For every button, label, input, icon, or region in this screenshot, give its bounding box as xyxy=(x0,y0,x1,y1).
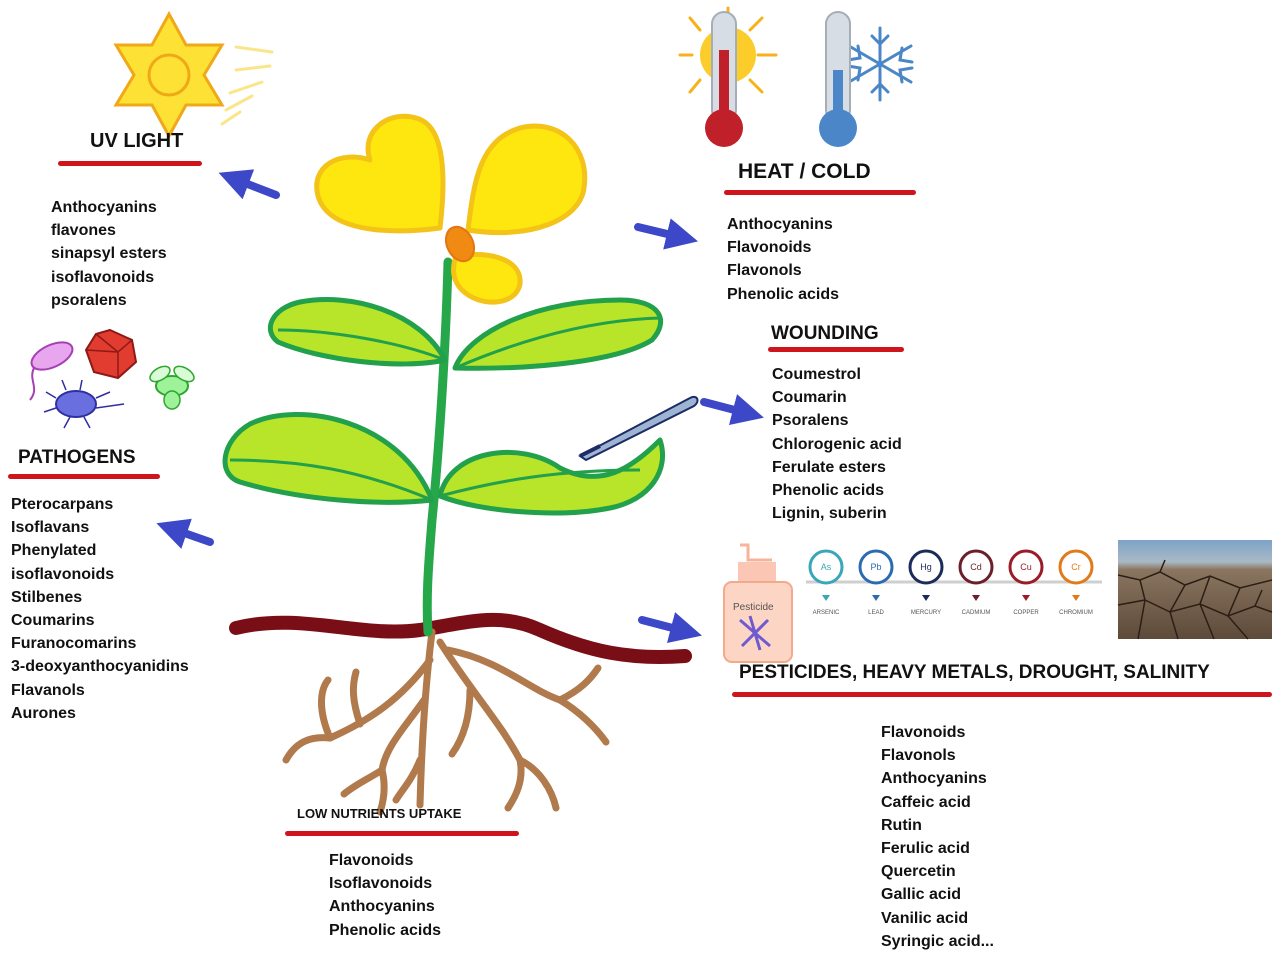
scalpel-icon xyxy=(580,397,697,460)
heat-cold-title: HEAT / COLD xyxy=(738,160,871,184)
metal-symbol: Cr xyxy=(1071,562,1081,572)
compound-item: Isoflavonoids xyxy=(329,872,441,895)
compound-item: Flavonols xyxy=(727,259,839,282)
pesticides-title: PESTICIDES, HEAVY METALS, DROUGHT, SALIN… xyxy=(739,662,1210,684)
arrow-to-pesticides xyxy=(642,620,688,632)
compound-item: Chlorogenic acid xyxy=(772,433,902,456)
arrow-to-wounding xyxy=(704,402,750,414)
compound-item: Ferulic acid xyxy=(881,837,994,860)
compound-item: Coumestrol xyxy=(772,363,902,386)
wounding-title: WOUNDING xyxy=(771,323,879,345)
metal-symbol: Pb xyxy=(870,562,881,572)
compound-item: Coumarins xyxy=(11,609,189,632)
pathogens-underline xyxy=(8,474,160,479)
compound-item: Gallic acid xyxy=(881,883,994,906)
metal-name: COPPER xyxy=(1013,610,1039,616)
compound-item: Anthocyanins xyxy=(329,895,441,918)
pathogens-icon xyxy=(27,330,196,428)
compound-item: Phenolic acids xyxy=(329,919,441,942)
compound-item: Isoflavans xyxy=(11,516,189,539)
compound-item: Caffeic acid xyxy=(881,791,994,814)
metal-name: CHROMIUM xyxy=(1059,610,1093,616)
metal-symbol: Hg xyxy=(920,562,932,572)
compound-item: psoralens xyxy=(51,289,167,312)
compound-item: Psoralens xyxy=(772,409,902,432)
compound-item: Lignin, suberin xyxy=(772,502,902,525)
metal-name: LEAD xyxy=(868,610,884,616)
metal-name: ARSENIC xyxy=(813,610,840,616)
compound-item: Pterocarpans xyxy=(11,493,189,516)
compound-item: 3-deoxyanthocyanidins xyxy=(11,655,189,678)
compound-item: Syringic acid... xyxy=(881,930,994,953)
sun-icon xyxy=(116,14,272,136)
metal-symbol: As xyxy=(821,562,832,572)
compound-item: Phenylated xyxy=(11,539,189,562)
compound-item: Flavonols xyxy=(881,744,994,767)
compound-item: Quercetin xyxy=(881,860,994,883)
pesticide-label: Pesticide xyxy=(733,602,774,613)
pathogens-title: PATHOGENS xyxy=(18,447,136,469)
nutrients-title: LOW NUTRIENTS UPTAKE xyxy=(297,806,461,821)
compound-item: sinapsyl esters xyxy=(51,242,167,265)
metal-name: CADMIUM xyxy=(962,610,991,616)
compound-item: Phenolic acids xyxy=(772,479,902,502)
compound-item: Anthocyanins xyxy=(51,196,167,219)
compound-item: Furanocomarins xyxy=(11,632,189,655)
compound-item: Stilbenes xyxy=(11,586,189,609)
metal-symbol: Cu xyxy=(1020,562,1032,572)
compound-item: Ferulate esters xyxy=(772,456,902,479)
pesticides-underline xyxy=(732,692,1272,697)
compound-item: Flavonoids xyxy=(329,849,441,872)
compound-item: flavones xyxy=(51,219,167,242)
pesticide-bottle-icon: Pesticide xyxy=(724,545,792,662)
compound-item: Flavonoids xyxy=(727,236,839,259)
compound-item: Aurones xyxy=(11,702,189,725)
stem xyxy=(427,262,448,632)
nutrients-underline xyxy=(285,831,519,836)
compound-item: Vanilic acid xyxy=(881,907,994,930)
uv-title: UV LIGHT xyxy=(90,130,183,153)
compound-item: isoflavonoids xyxy=(11,563,189,586)
compound-item: Flavanols xyxy=(11,679,189,702)
roots xyxy=(286,632,606,812)
compound-item: Rutin xyxy=(881,814,994,837)
arrow-to-heat-cold xyxy=(638,227,684,238)
compound-item: Coumarin xyxy=(772,386,902,409)
compound-item: Anthocyanins xyxy=(881,767,994,790)
compound-item: Flavonoids xyxy=(881,721,994,744)
arrow-to-uv xyxy=(232,178,276,195)
metal-name: MERCURY xyxy=(911,610,941,616)
metal-symbol: Cd xyxy=(970,562,982,572)
wounding-underline xyxy=(768,347,904,352)
thermometer-snowflake-icon xyxy=(819,12,912,147)
compound-item: Phenolic acids xyxy=(727,283,839,306)
compound-item: Anthocyanins xyxy=(727,213,839,236)
uv-underline xyxy=(58,161,202,166)
compound-item: isoflavonoids xyxy=(51,266,167,289)
cracked-earth-icon xyxy=(1118,540,1272,639)
heat-cold-underline xyxy=(724,190,916,195)
thermometer-sun-icon xyxy=(680,8,776,147)
